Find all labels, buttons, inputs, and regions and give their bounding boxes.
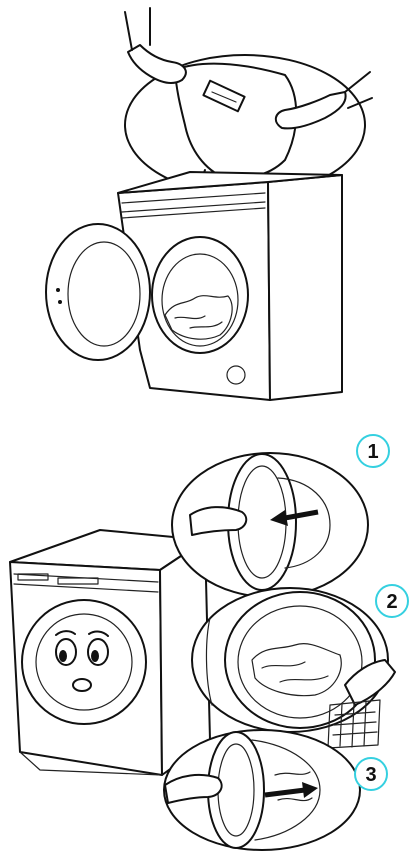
left-hand — [127, 44, 187, 84]
step-2-detail — [191, 587, 396, 749]
step-3-detail — [163, 729, 361, 851]
step-badge-1: 1 — [356, 434, 390, 468]
washer-top — [117, 171, 343, 194]
laundry-in-drum — [164, 295, 233, 340]
smiley-face — [55, 630, 109, 692]
washer2-door — [21, 599, 147, 725]
washer-door-open — [45, 223, 151, 361]
step-1-number: 1 — [367, 441, 378, 463]
step-2-number: 2 — [386, 591, 397, 613]
laundry-net — [327, 699, 381, 749]
bottom-scene: 1 2 3 — [9, 434, 409, 851]
smiley-mouth — [72, 678, 92, 692]
top-scene — [45, 7, 373, 401]
step-3-arrow — [264, 787, 306, 798]
filter-hatch — [226, 365, 246, 385]
care-label — [202, 79, 246, 113]
step-3-number: 3 — [365, 764, 376, 786]
step-1-arrow — [284, 509, 319, 521]
right-hand — [274, 91, 347, 130]
washer-drum — [151, 236, 249, 354]
step-1-detail — [171, 452, 369, 598]
washer-side-panel — [267, 174, 343, 401]
step-badge-2: 2 — [375, 584, 409, 618]
step-badge-3: 3 — [354, 757, 388, 791]
